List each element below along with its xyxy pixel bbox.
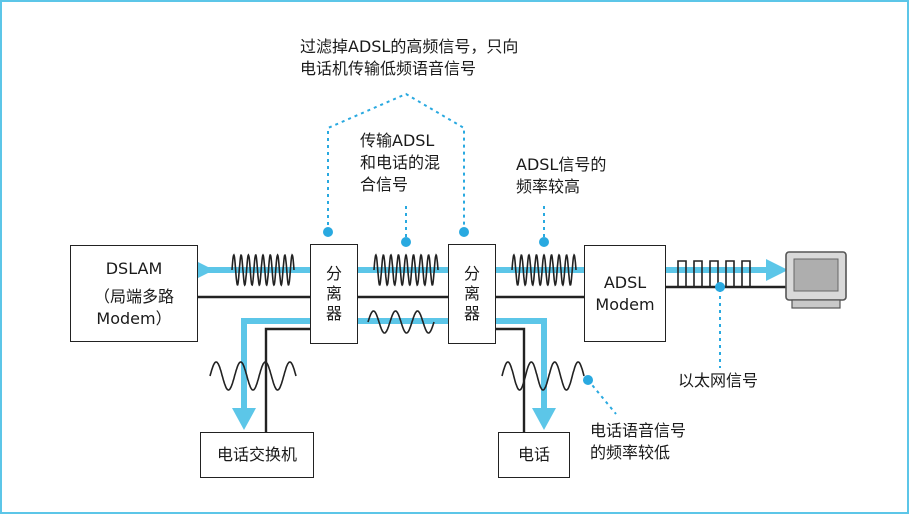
telephone-label: 电话 — [517, 445, 550, 464]
hf-wave-middle — [373, 253, 439, 287]
annotation-mixed-line2: 和电话的混 — [360, 153, 441, 172]
annotation-voice-low: 电话语音信号 的频率较低 — [590, 420, 686, 464]
voice-path-telephone — [496, 318, 547, 410]
annotation-ethernet-line1: 以太网信号 — [678, 371, 759, 390]
hf-wave-left — [231, 253, 295, 287]
splitter-left-box: 分离器 — [310, 244, 358, 344]
adsl-modem-line1: ADSL — [603, 272, 647, 292]
leader-voice-low — [587, 379, 617, 415]
annotation-mixed: 传输ADSL 和电话的混 合信号 — [360, 130, 440, 196]
dslam-subtitle-2: Modem） — [96, 308, 172, 328]
monitor-icon — [785, 251, 847, 309]
dot-voice-low — [583, 375, 593, 385]
ethernet-square-wave — [677, 260, 751, 288]
lf-wave-switch — [209, 361, 297, 391]
annotation-adsl-high: ADSL信号的 频率较高 — [516, 154, 606, 198]
phone-switch-box: 电话交换机 — [200, 432, 314, 478]
adsl-modem-line2: Modem — [595, 294, 655, 314]
dot-adsl-high — [539, 237, 549, 247]
wire-telephone — [496, 327, 526, 432]
dot-splitter-left — [323, 227, 333, 237]
adsl-modem-box: ADSL Modem — [584, 245, 666, 342]
dot-ethernet — [715, 282, 725, 292]
waveforms — [209, 253, 751, 391]
annotation-voice-low-line1: 电话语音信号 — [590, 421, 687, 440]
dslam-subtitle: （局端多路 — [93, 286, 174, 306]
annotation-filter-line1: 过滤掉ADSL的高频信号，只向 — [300, 37, 519, 56]
voice-path-switch — [241, 318, 448, 410]
annotation-adsl-high-line2: 频率较高 — [516, 177, 581, 196]
splitter-right-label: 分离器 — [463, 264, 480, 323]
splitter-left-label: 分离器 — [325, 264, 342, 323]
leader-filter — [327, 92, 465, 232]
arrowheads — [232, 259, 788, 430]
annotation-voice-low-line2: 的频率较低 — [590, 443, 671, 462]
dslam-title: DSLAM — [105, 258, 163, 278]
wire-switch — [264, 327, 310, 432]
dot-mixed — [401, 237, 411, 247]
annotation-mixed-line3: 合信号 — [360, 175, 409, 194]
arrow-to-computer — [766, 259, 788, 281]
leader-dots — [323, 227, 725, 385]
annotation-adsl-high-line1: ADSL信号的 — [516, 155, 607, 174]
arrow-to-switch — [232, 408, 256, 430]
annotation-ethernet: 以太网信号 — [678, 370, 758, 392]
lf-wave-middle — [367, 310, 435, 334]
annotation-filter-line2: 电话机传输低频语音信号 — [300, 59, 477, 78]
dot-splitter-right — [459, 227, 469, 237]
hf-wave-right — [511, 253, 577, 287]
leader-lines — [327, 92, 721, 415]
arrow-to-telephone — [532, 408, 556, 430]
telephone-box: 电话 — [498, 432, 570, 478]
phone-switch-label: 电话交换机 — [216, 445, 297, 464]
dslam-box: DSLAM （局端多路 Modem） — [70, 245, 198, 342]
splitter-right-box: 分离器 — [448, 244, 496, 344]
annotation-mixed-line1: 传输ADSL — [360, 131, 435, 150]
annotation-filter: 过滤掉ADSL的高频信号，只向 电话机传输低频语音信号 — [300, 36, 518, 80]
lf-wave-telephone — [501, 361, 585, 391]
